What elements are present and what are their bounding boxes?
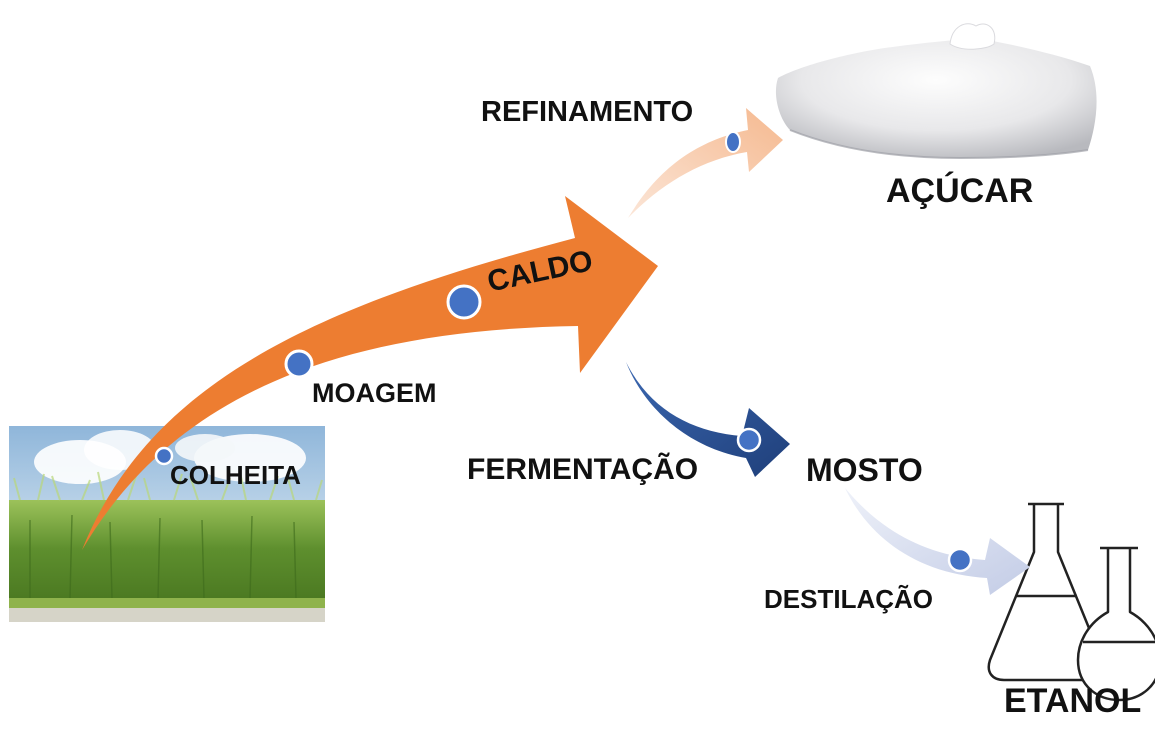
sugar-pile-image xyxy=(775,23,1097,160)
destilacao-label: DESTILAÇÃO xyxy=(764,584,933,614)
main-process-arrow xyxy=(82,196,658,550)
fermentacao-label: FERMENTAÇÃO xyxy=(467,453,699,486)
acucar-label: AÇÚCAR xyxy=(886,172,1034,210)
destilacao-marker xyxy=(947,547,973,573)
colheita-label: COLHEITA xyxy=(170,460,301,490)
moagem-marker xyxy=(284,349,314,379)
caldo-marker xyxy=(446,284,482,320)
moagem-label: MOAGEM xyxy=(312,378,437,408)
colheita-marker xyxy=(154,446,174,466)
flasks-icon xyxy=(987,502,1155,702)
mosto-label: MOSTO xyxy=(806,452,923,488)
fermentacao-marker xyxy=(736,427,762,453)
etanol-label: ETANOL xyxy=(1004,682,1142,720)
refinement-arrow xyxy=(628,108,783,218)
distillation-arrow xyxy=(845,488,1030,595)
refinamento-marker xyxy=(725,131,741,153)
refinamento-label: REFINAMENTO xyxy=(481,96,694,128)
